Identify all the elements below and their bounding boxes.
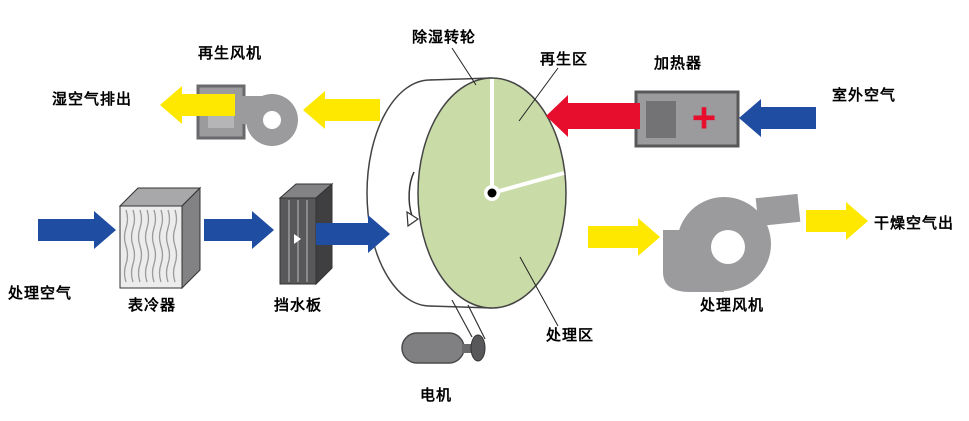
surface-cooler-icon bbox=[118, 186, 202, 290]
leader-line-regen-zone bbox=[518, 67, 559, 122]
dehumidifier-wheel-icon bbox=[366, 77, 567, 309]
rotation-arrow-icon bbox=[408, 171, 415, 217]
label-dry-air-out: 干燥空气出 bbox=[874, 215, 955, 232]
wheel-sector-line-right bbox=[491, 171, 565, 195]
label-regen-zone: 再生区 bbox=[540, 51, 589, 68]
arrow-humid-air-exhaust bbox=[160, 86, 235, 124]
motor-pulley bbox=[470, 334, 486, 362]
label-process-fan: 处理风机 bbox=[700, 297, 765, 314]
belt-line bbox=[467, 304, 486, 340]
arrow-wheel-to-regen-fan bbox=[303, 91, 380, 129]
belt-line bbox=[451, 299, 473, 338]
water-baffle-icon bbox=[278, 182, 334, 286]
label-water-baffle: 挡水板 bbox=[274, 297, 323, 314]
label-motor: 电机 bbox=[420, 387, 453, 404]
arrow-cooler-to-baffle bbox=[204, 211, 274, 249]
heater-plus-icon: + bbox=[692, 94, 717, 141]
label-process-air: 处理空气 bbox=[8, 285, 73, 302]
arrow-dry-air-out bbox=[806, 202, 868, 240]
arrow-process-air-in bbox=[38, 211, 116, 249]
label-wheel: 除湿转轮 bbox=[412, 29, 477, 46]
arrow-outdoor-air-in bbox=[739, 99, 816, 137]
arrow-baffle-to-wheel bbox=[316, 215, 390, 253]
leader-line-wheel bbox=[451, 47, 477, 86]
wheel-axis-dot bbox=[487, 188, 497, 198]
label-humid-air-out: 湿空气排出 bbox=[52, 91, 133, 108]
label-surface-cooler: 表冷器 bbox=[128, 297, 177, 314]
label-process-zone: 处理区 bbox=[546, 327, 595, 344]
motor-icon bbox=[401, 299, 486, 364]
label-heater: 加热器 bbox=[654, 55, 703, 72]
cooler-fins bbox=[123, 209, 178, 283]
label-outdoor-air: 室外空气 bbox=[832, 87, 897, 104]
process-fan-icon bbox=[663, 193, 801, 292]
arrow-heater-to-wheel bbox=[546, 95, 640, 137]
arrow-wheel-to-process-fan bbox=[588, 218, 660, 256]
heater-icon: + bbox=[634, 90, 740, 148]
label-regen-fan: 再生风机 bbox=[198, 45, 263, 62]
leader-line-process-zone bbox=[519, 256, 559, 327]
